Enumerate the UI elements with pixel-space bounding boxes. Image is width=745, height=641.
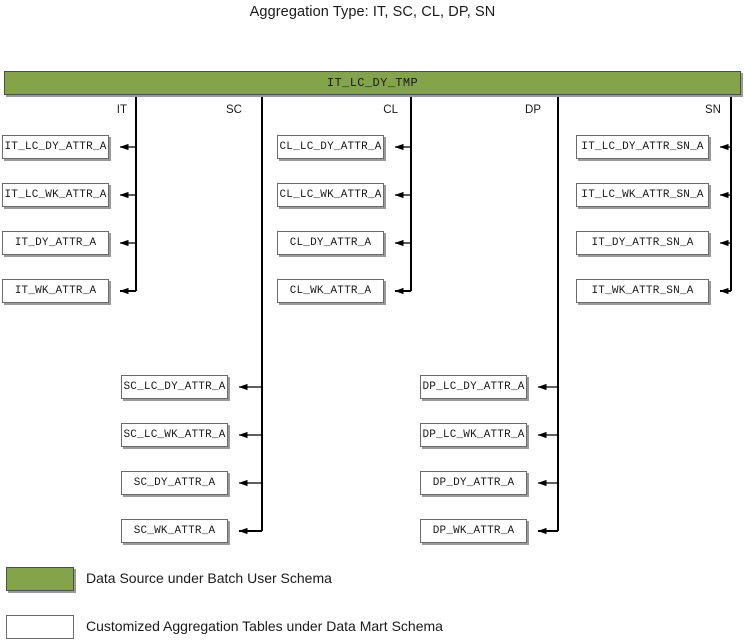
table-box-label: CL_LC_WK_ATTR_A (279, 189, 382, 201)
table-box-label: IT_LC_WK_ATTR_SN_A (581, 189, 704, 201)
column-label-sn: SN (705, 104, 721, 116)
table-box-cl-dy-attr-a[interactable]: CL_DY_ATTR_A (277, 231, 384, 255)
legend-swatch-white (6, 615, 74, 639)
table-box-label: IT_DY_ATTR_A (14, 237, 97, 249)
table-box-label: IT_LC_DY_ATTR_A (4, 141, 107, 153)
column-label-it: IT (116, 104, 127, 116)
table-box-label: IT_WK_ATTR_A (14, 285, 97, 297)
table-box-cl-lc-dy-attr-a[interactable]: CL_LC_DY_ATTR_A (277, 135, 384, 159)
table-box-sc-lc-dy-attr-a[interactable]: SC_LC_DY_ATTR_A (121, 375, 228, 399)
table-box-label: SC_LC_DY_ATTR_A (123, 381, 226, 393)
table-box-label: DP_LC_DY_ATTR_A (422, 381, 525, 393)
table-box-sc-lc-wk-attr-a[interactable]: SC_LC_WK_ATTR_A (121, 423, 228, 447)
table-box-it-dy-attr-sn-a[interactable]: IT_DY_ATTR_SN_A (576, 231, 709, 255)
column-label-sc: SC (226, 104, 242, 116)
connector-group (119, 95, 732, 535)
table-box-label: SC_WK_ATTR_A (133, 525, 216, 537)
table-box-sc-dy-attr-a[interactable]: SC_DY_ATTR_A (121, 471, 228, 495)
table-box-label: IT_DY_ATTR_SN_A (591, 237, 694, 249)
legend-label-white: Customized Aggregation Tables under Data… (86, 618, 443, 634)
table-box-it-lc-dy-attr-a[interactable]: IT_LC_DY_ATTR_A (2, 135, 109, 159)
table-box-label: CL_DY_ATTR_A (289, 237, 372, 249)
legend-label-green: Data Source under Batch User Schema (86, 570, 332, 586)
table-box-label: CL_WK_ATTR_A (289, 285, 372, 297)
table-box-it-lc-dy-attr-sn-a[interactable]: IT_LC_DY_ATTR_SN_A (576, 135, 709, 159)
diagram-title: Aggregation Type: IT, SC, CL, DP, SN (249, 4, 496, 20)
table-box-label: CL_LC_DY_ATTR_A (279, 141, 382, 153)
source-table-label: IT_LC_DY_TMP (326, 76, 419, 90)
table-box-it-lc-wk-attr-a[interactable]: IT_LC_WK_ATTR_A (2, 183, 109, 207)
column-label-dp: DP (525, 104, 541, 116)
table-box-label: DP_DY_ATTR_A (432, 477, 515, 489)
table-box-label: DP_WK_ATTR_A (432, 525, 515, 537)
legend-swatch-green (6, 567, 74, 591)
column-label-cl: CL (383, 104, 398, 116)
table-box-dp-dy-attr-a[interactable]: DP_DY_ATTR_A (420, 471, 527, 495)
table-box-label: IT_LC_WK_ATTR_A (4, 189, 107, 201)
table-box-cl-lc-wk-attr-a[interactable]: CL_LC_WK_ATTR_A (277, 183, 384, 207)
table-box-dp-wk-attr-a[interactable]: DP_WK_ATTR_A (420, 519, 527, 543)
table-box-it-wk-attr-sn-a[interactable]: IT_WK_ATTR_SN_A (576, 279, 709, 303)
table-box-it-dy-attr-a[interactable]: IT_DY_ATTR_A (2, 231, 109, 255)
table-box-label: IT_WK_ATTR_SN_A (591, 285, 694, 297)
table-box-dp-lc-wk-attr-a[interactable]: DP_LC_WK_ATTR_A (420, 423, 527, 447)
source-table-box[interactable]: IT_LC_DY_TMP (4, 71, 741, 95)
table-box-sc-wk-attr-a[interactable]: SC_WK_ATTR_A (121, 519, 228, 543)
table-box-it-wk-attr-a[interactable]: IT_WK_ATTR_A (2, 279, 109, 303)
table-box-label: DP_LC_WK_ATTR_A (422, 429, 525, 441)
table-box-label: SC_DY_ATTR_A (133, 477, 216, 489)
table-box-label: IT_LC_DY_ATTR_SN_A (581, 141, 704, 153)
table-box-it-lc-wk-attr-sn-a[interactable]: IT_LC_WK_ATTR_SN_A (576, 183, 709, 207)
table-box-dp-lc-dy-attr-a[interactable]: DP_LC_DY_ATTR_A (420, 375, 527, 399)
table-box-label: SC_LC_WK_ATTR_A (123, 429, 226, 441)
table-box-cl-wk-attr-a[interactable]: CL_WK_ATTR_A (277, 279, 384, 303)
